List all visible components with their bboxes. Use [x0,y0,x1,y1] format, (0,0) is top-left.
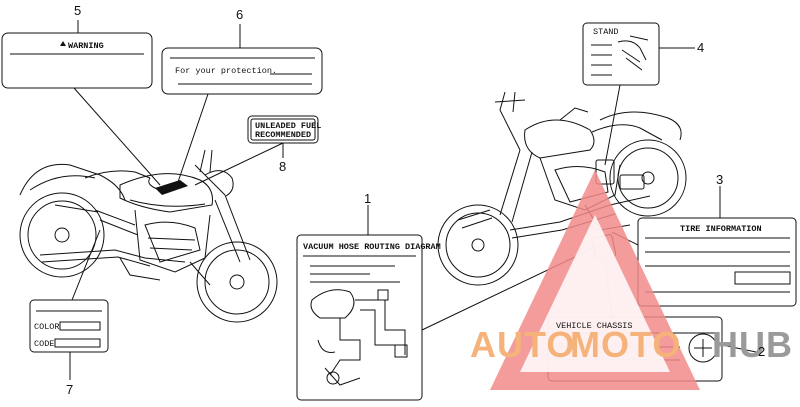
vacuum-hose-schematic [310,289,408,386]
watermark-moto-text: MOTO [570,324,681,365]
callout-5: 5 [74,3,81,18]
warning-triangle-icon [60,41,66,46]
hand-icon [617,35,649,71]
color-label: COLOR [34,322,60,332]
watermark: AUTO MOTO HUB [470,170,793,390]
chassis-text: VEHICLE CHASSIS [556,321,633,331]
callout-1: 1 [364,191,371,206]
callout-7: 7 [66,382,73,397]
protection-text: For your protection. [175,66,277,76]
fuel-text-line2: RECOMMENDED [255,130,311,140]
callout-6: 6 [236,7,243,22]
vacuum-hose-label-box [296,234,423,401]
callout-8: 8 [279,159,286,174]
spec-label-text: STAND [593,27,619,37]
callout-4: 4 [697,40,704,55]
spec-label-box [582,22,660,86]
tank-label-marker [155,180,188,195]
callout-2: 2 [758,344,765,359]
color-code-label-box [29,299,109,353]
emblem-icon [688,333,718,363]
bike-label-marker-spec [595,159,615,185]
watermark-hub-text: HUB [712,324,793,365]
vacuum-title: VACUUM HOSE ROUTING DIAGRAM [303,242,441,252]
tire-title: TIRE INFORMATION [680,224,762,234]
bike-label-marker-tire [619,174,645,190]
fuel-text-line1: UNLEADED FUEL [255,121,321,131]
protection-label-box [161,47,323,95]
motorcycle-left-illustration [19,149,278,323]
warning-label-box [1,32,153,89]
code-label: CODE [34,339,54,349]
warning-text: WARNING [68,41,104,51]
callout-3: 3 [716,172,723,187]
watermark-auto-text: AUTO [470,324,575,365]
